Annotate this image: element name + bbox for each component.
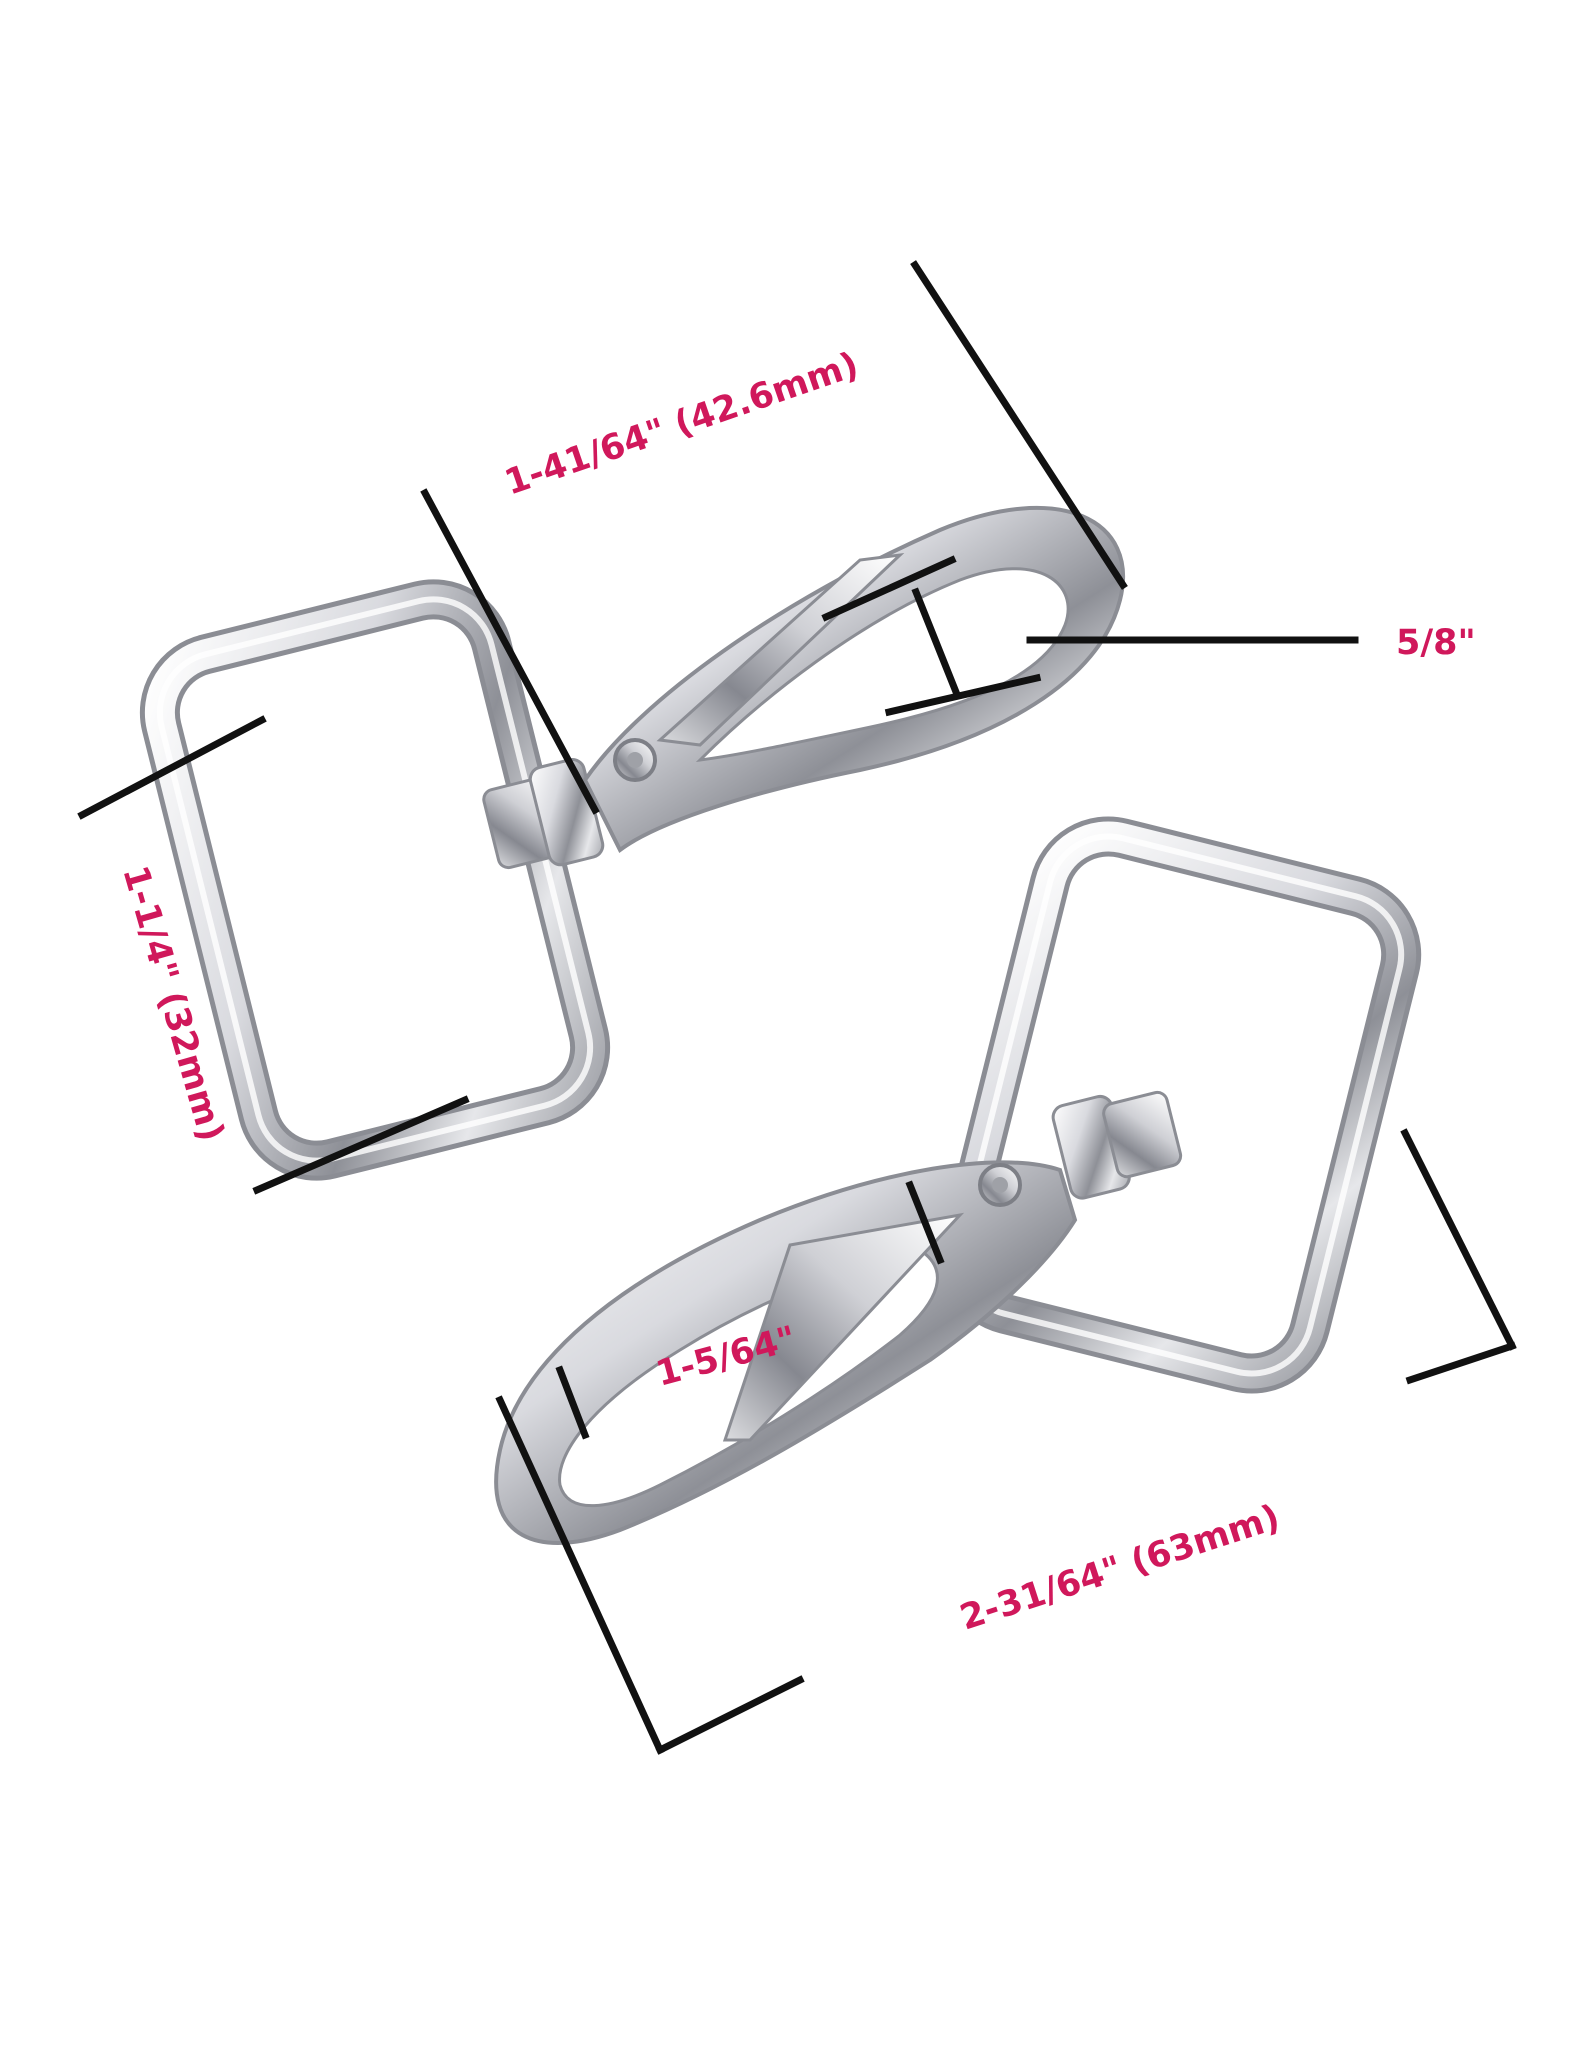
label-gate-opening: 5/8" — [1396, 623, 1476, 663]
dimension-lines — [77, 260, 1517, 1755]
top-length-left-line — [420, 488, 600, 815]
loop-width-bottom-line — [252, 1095, 470, 1195]
top-length-right-line — [910, 260, 1128, 590]
gate-opening-bottom-tick — [884, 673, 1042, 717]
bottom-hook-body — [494, 1160, 1078, 1545]
gate-opening-top-tick — [821, 555, 957, 622]
bottom-hook-loop — [938, 816, 1422, 1394]
total-length-bottom — [655, 1675, 805, 1755]
top-snap-hook — [139, 506, 1126, 1181]
loop-width-top-line — [77, 715, 267, 820]
top-hook-body — [582, 506, 1126, 854]
total-length-left-vertical — [495, 1395, 665, 1755]
gate-opening-vertical — [911, 587, 961, 697]
label-total-length: 2-31/64" (63mm) — [955, 1498, 1284, 1639]
total-length-right-vertical — [1400, 1128, 1517, 1351]
total-length-right-tick — [1405, 1341, 1517, 1385]
hook-inner-right-tick — [905, 1180, 945, 1265]
hook-inner-left-tick — [555, 1365, 590, 1440]
label-top-length: 1-41/64" (42.6mm) — [500, 345, 864, 504]
bottom-snap-hook — [494, 816, 1422, 1545]
bottom-hook-swivel — [1051, 1090, 1183, 1200]
